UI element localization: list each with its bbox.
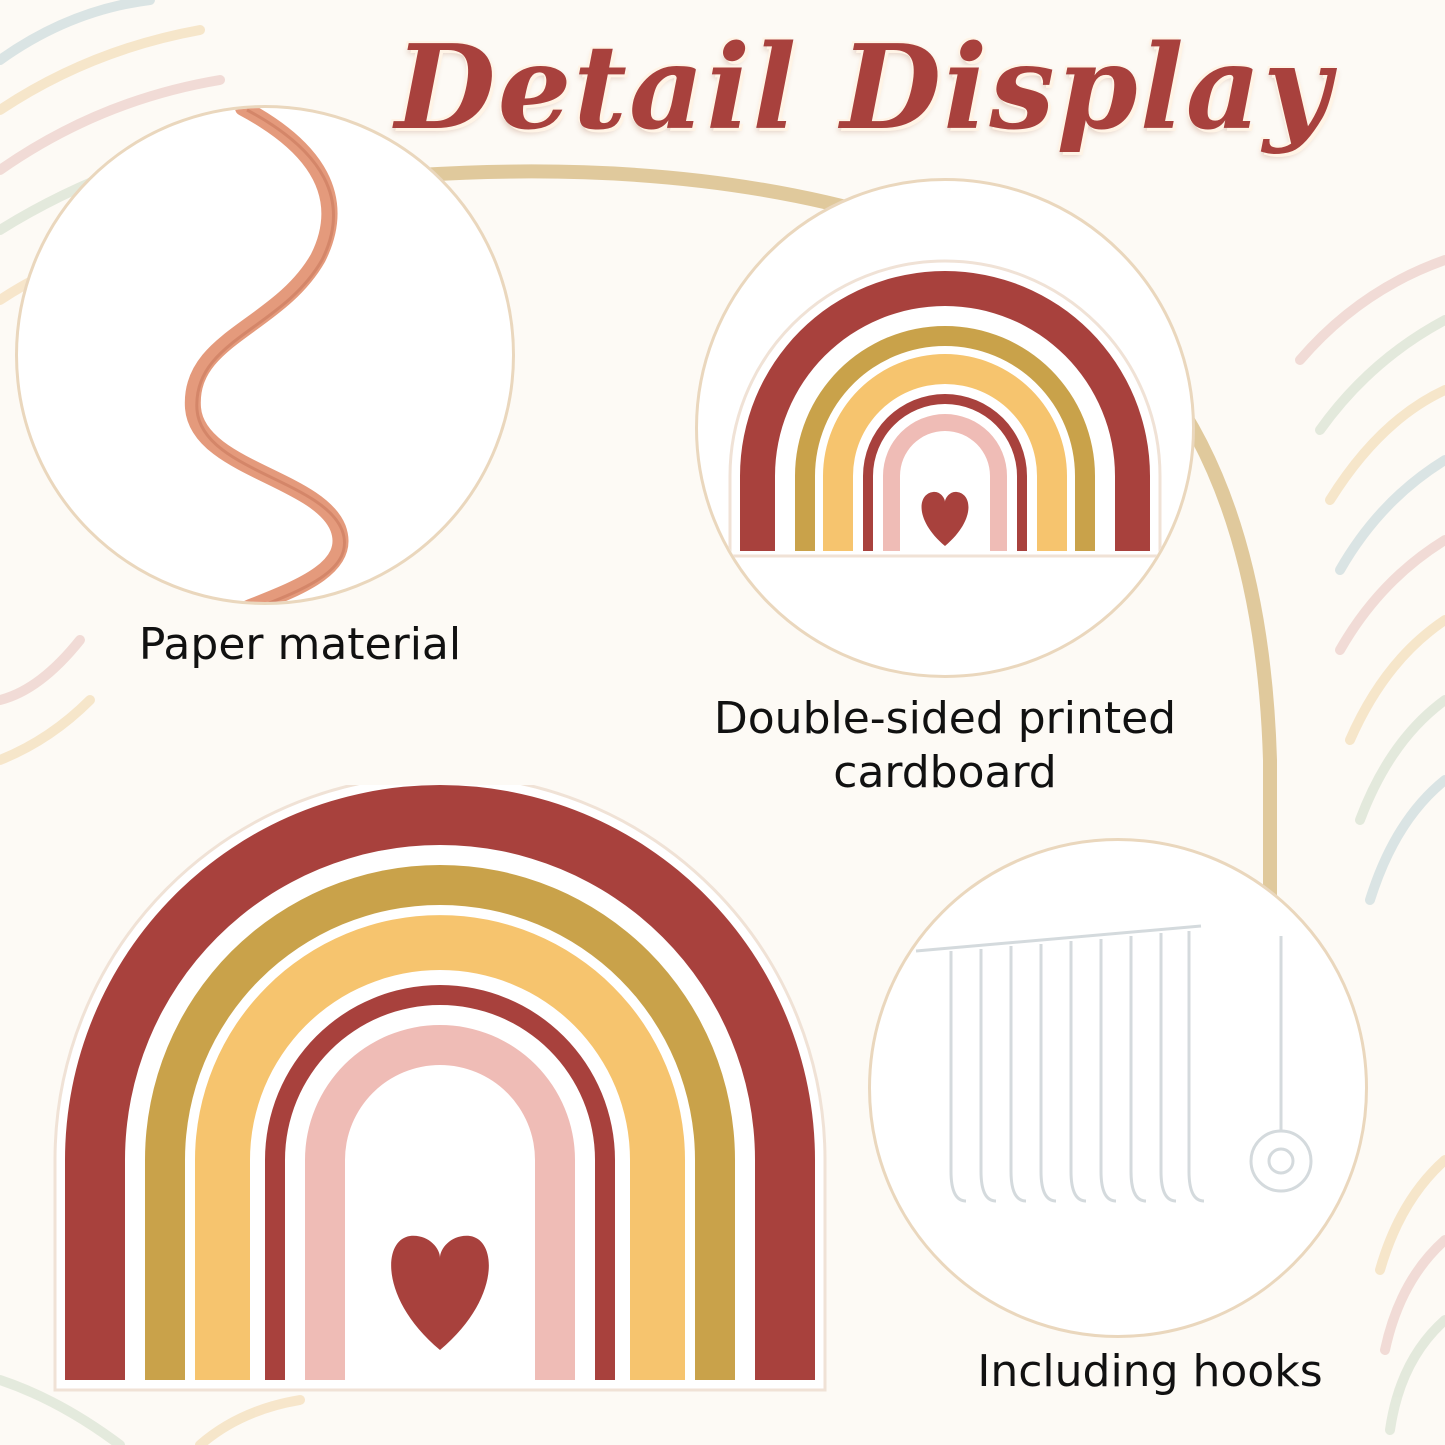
paper-material-caption: Paper material (138, 619, 462, 670)
large-rainbow-image (53, 785, 827, 1392)
heart-icon (391, 1235, 489, 1350)
cardboard-circle (695, 178, 1195, 678)
ribbon-swirl-image (184, 108, 349, 602)
hooks-circle (868, 838, 1368, 1338)
heart-icon (921, 491, 969, 546)
page-title: Detail Display (395, 20, 1333, 156)
cardboard-caption-line1: Double-sided printed (713, 693, 1177, 744)
hooks-caption: Including hooks (977, 1346, 1323, 1397)
plastic-hooks-image (915, 924, 1313, 1203)
small-rainbow-image (728, 259, 1162, 558)
paper-material-circle (15, 105, 515, 605)
cardboard-caption-line2: cardboard (833, 747, 1057, 798)
